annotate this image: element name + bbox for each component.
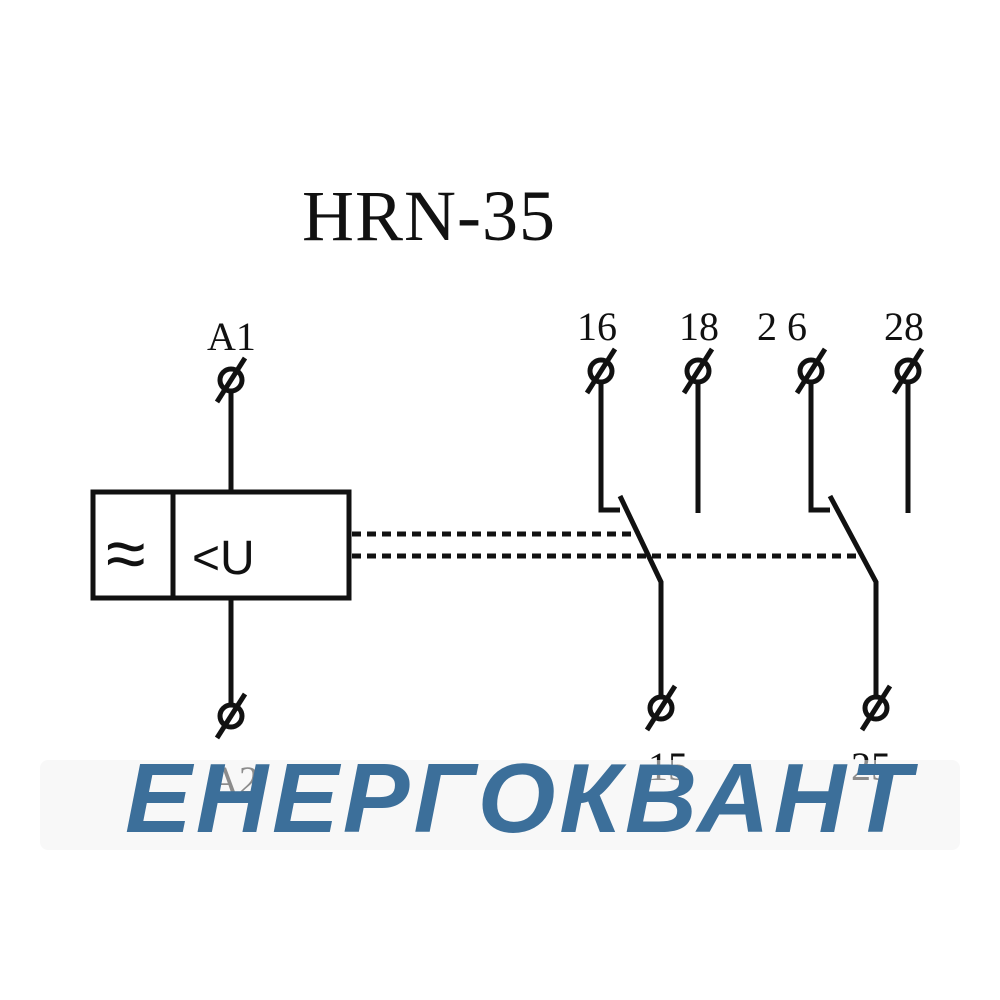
undervoltage-label: <U <box>192 532 255 585</box>
terminal-label-28: 28 <box>884 304 924 349</box>
watermark-logo: ЕНЕРГОКВАНТ <box>125 743 918 853</box>
terminal-label-26: 2 6 <box>757 304 807 349</box>
terminal-label-16: 16 <box>577 304 617 349</box>
terminal-a1-icon <box>214 356 248 404</box>
terminal-28-icon <box>891 347 925 395</box>
terminal-18-icon <box>681 347 715 395</box>
contact-16-wire <box>598 383 620 513</box>
contact-25-switch <box>827 494 879 696</box>
terminal-26-icon <box>794 347 828 395</box>
terminal-25-icon <box>859 684 893 732</box>
terminal-label-a1: A1 <box>207 314 256 359</box>
contact-15-switch <box>617 494 664 696</box>
relay-coil-box <box>90 489 352 601</box>
contact-26-wire <box>808 383 830 513</box>
terminal-15-icon <box>644 684 678 732</box>
diagram-title: HRN-35 <box>302 176 556 256</box>
terminal-label-18: 18 <box>679 304 719 349</box>
terminal-16-icon <box>584 347 618 395</box>
watermark-band <box>40 760 960 850</box>
terminal-a2-icon <box>214 692 248 740</box>
ac-symbol: ≈ <box>106 514 146 594</box>
